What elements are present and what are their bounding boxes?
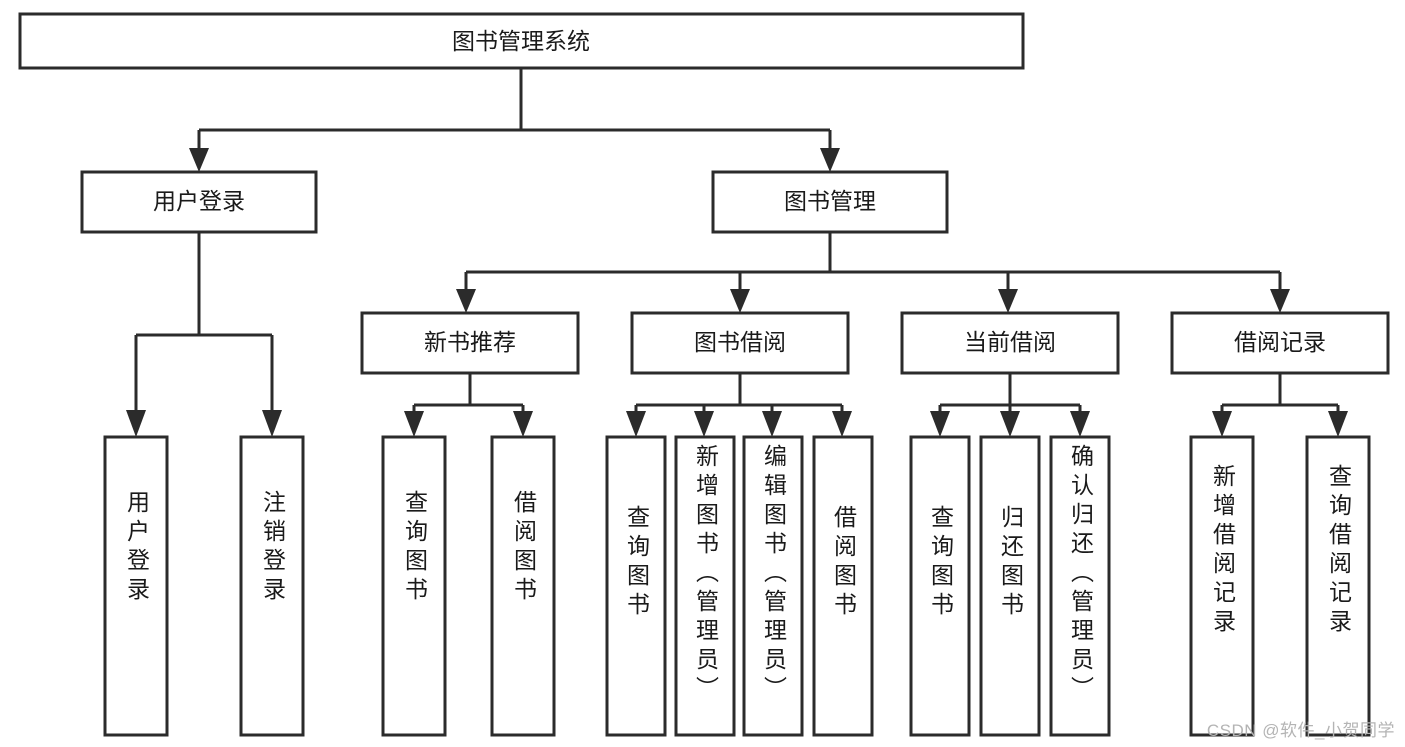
node-user-login[interactable]: 用户登录 xyxy=(80,170,318,234)
watermark-text: CSDN @软件_小贺同学 xyxy=(1206,721,1395,740)
connector-group-root xyxy=(189,68,840,172)
node-book-borrow[interactable]: 图书借阅 xyxy=(630,311,850,375)
node-root-label: 图书管理系统 xyxy=(452,28,590,54)
arrowhead-leaf-bb-3 xyxy=(762,411,782,437)
arrowhead-leaf-user-login-2 xyxy=(262,410,282,437)
arrowhead-leaf-br-1 xyxy=(1212,411,1232,437)
node-root[interactable]: 图书管理系统 xyxy=(18,12,1025,70)
arrowhead-leaf-cb-1 xyxy=(930,411,950,437)
leaf-box-cb-3[interactable] xyxy=(1049,435,1111,737)
arrowhead-leaf-cb-3 xyxy=(1070,411,1090,437)
leaf-box-bb-3[interactable] xyxy=(742,435,804,737)
arrowhead-book-mgmt xyxy=(820,148,840,172)
node-book-borrow-label: 图书借阅 xyxy=(694,329,786,355)
arrowhead-leaf-nbr-1 xyxy=(404,411,424,437)
leaf-box-user-login-1[interactable] xyxy=(103,435,169,737)
arrowhead-borrow-record xyxy=(1270,289,1290,313)
leaf-box-br-1[interactable] xyxy=(1189,435,1255,737)
leaf-box-cb-2[interactable] xyxy=(979,435,1041,737)
leaf-box-br-2[interactable] xyxy=(1305,435,1371,737)
arrowhead-new-book-recommend xyxy=(456,289,476,313)
arrowhead-leaf-nbr-2 xyxy=(513,411,533,437)
node-borrow-record[interactable]: 借阅记录 xyxy=(1170,311,1390,375)
node-book-borrow-box[interactable] xyxy=(630,311,850,375)
arrowhead-user-login xyxy=(189,148,209,172)
leaf-box-bb-2[interactable] xyxy=(674,435,736,737)
leaf-box-bb-1[interactable] xyxy=(605,435,667,737)
leaf-box-bb-4[interactable] xyxy=(812,435,874,737)
node-current-borrow-label: 当前借阅 xyxy=(964,329,1056,355)
connector-group-current-borrow xyxy=(930,373,1090,437)
node-current-borrow[interactable]: 当前借阅 xyxy=(900,311,1120,375)
arrowhead-leaf-bb-4 xyxy=(832,411,852,437)
node-user-login-label: 用户登录 xyxy=(153,188,245,214)
connector-group-new-book-recommend xyxy=(404,373,533,437)
node-new-book-recommend-box[interactable] xyxy=(360,311,580,375)
node-borrow-record-label: 借阅记录 xyxy=(1234,329,1326,355)
arrowhead-leaf-cb-2 xyxy=(1000,411,1020,437)
arrowhead-leaf-user-login-1 xyxy=(126,410,146,437)
connector-group-book-borrow xyxy=(626,373,852,437)
arrowhead-leaf-br-2 xyxy=(1328,411,1348,437)
connector-group-user-login xyxy=(126,232,282,437)
node-book-management[interactable]: 图书管理 xyxy=(711,170,949,234)
node-book-management-label: 图书管理 xyxy=(784,188,876,214)
node-user-login-box[interactable] xyxy=(80,170,318,234)
leaf-box-cb-1[interactable] xyxy=(909,435,971,737)
node-new-book-recommend-label: 新书推荐 xyxy=(424,329,516,355)
arrowhead-leaf-bb-2 xyxy=(694,411,714,437)
node-book-management-box[interactable] xyxy=(711,170,949,234)
leaf-box-user-login-2[interactable] xyxy=(239,435,305,737)
arrowhead-leaf-bb-1 xyxy=(626,411,646,437)
connector-group-book-mgmt xyxy=(456,232,1290,313)
arrowhead-book-borrow xyxy=(730,289,750,313)
node-current-borrow-box[interactable] xyxy=(900,311,1120,375)
node-root-box[interactable] xyxy=(18,12,1025,70)
leaf-box-nbr-1[interactable] xyxy=(381,435,447,737)
arrowhead-current-borrow xyxy=(998,289,1018,313)
leaf-box-nbr-2[interactable] xyxy=(490,435,556,737)
connector-group-borrow-record xyxy=(1212,373,1348,437)
node-new-book-recommend[interactable]: 新书推荐 xyxy=(360,311,580,375)
node-borrow-record-box[interactable] xyxy=(1170,311,1390,375)
